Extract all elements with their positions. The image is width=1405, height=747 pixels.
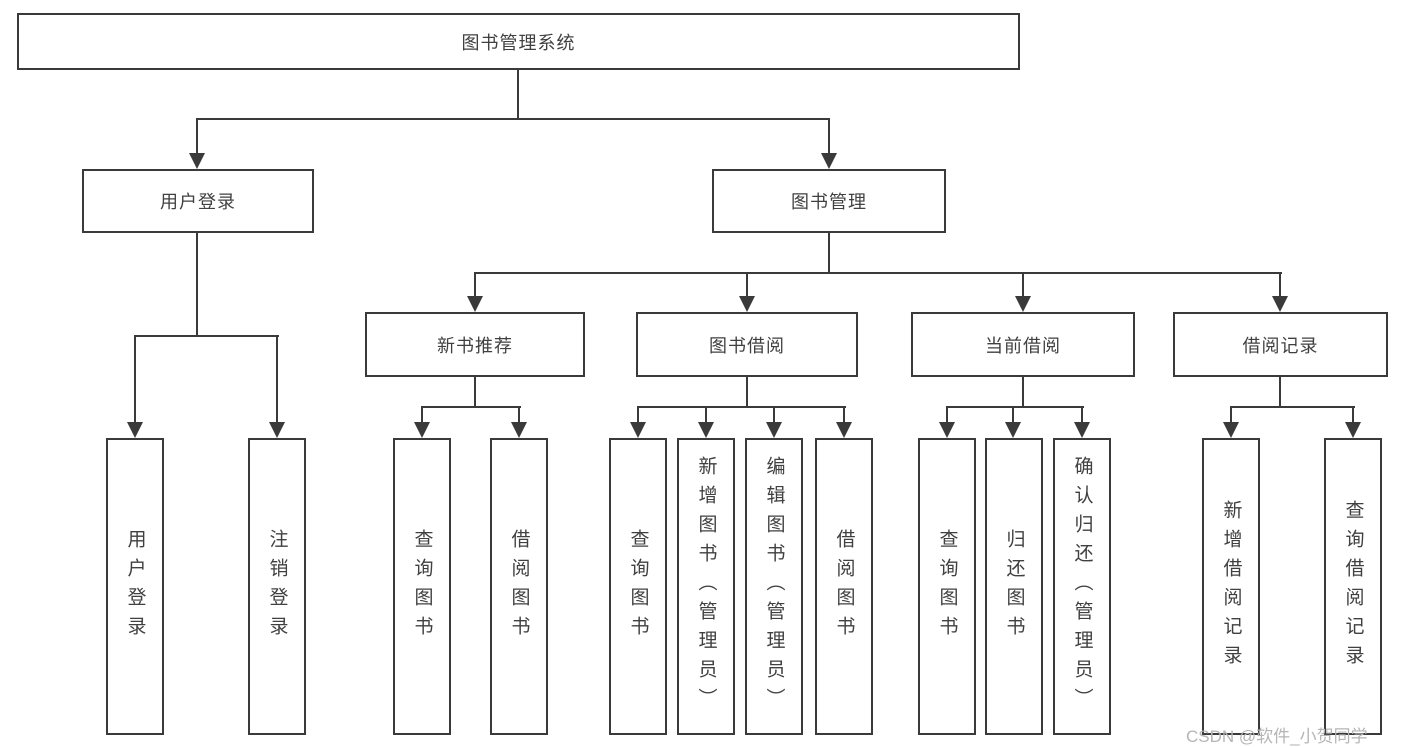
leaf-query-books-recommend: 查询图书 xyxy=(393,438,451,735)
connector-borrowing-bar xyxy=(637,406,846,408)
node-user-login-label: 用户登录 xyxy=(160,192,236,212)
connector-root-bar xyxy=(196,118,830,120)
leaf-query-books-current-label: 查询图书 xyxy=(936,528,958,645)
leaf-user-login-label: 用户登录 xyxy=(124,528,146,645)
node-user-login: 用户登录 xyxy=(82,169,314,233)
leaf-add-borrow-record-label: 新增借阅记录 xyxy=(1220,499,1242,674)
leaf-borrow-books-recommend: 借阅图书 xyxy=(490,438,548,735)
connector-records-stem xyxy=(1279,377,1281,408)
node-book-management-label: 图书管理 xyxy=(791,192,867,212)
connector-arrow-borrow-books-borrowing xyxy=(836,406,852,438)
connector-book-management-bar xyxy=(474,272,1282,274)
connector-arrow-add-book-admin xyxy=(698,406,714,438)
leaf-query-books-borrowing: 查询图书 xyxy=(609,438,667,735)
connector-arrow-leaf-logout xyxy=(269,335,285,438)
connector-arrow-return-books xyxy=(1005,406,1021,438)
connector-book-management-stem xyxy=(828,233,830,274)
leaf-confirm-return-admin-label: 确认归还（管理员） xyxy=(1071,456,1093,717)
connector-arrow-current-borrowing xyxy=(1015,272,1031,312)
connector-arrow-add-borrow-record xyxy=(1223,406,1239,438)
leaf-user-login: 用户登录 xyxy=(106,438,164,735)
connector-borrowing-stem xyxy=(746,377,748,408)
connector-arrow-confirm-return-admin xyxy=(1074,406,1090,438)
leaf-query-borrow-record-label: 查询借阅记录 xyxy=(1342,499,1364,674)
node-book-borrowing-label: 图书借阅 xyxy=(709,335,785,356)
connector-arrow-query-books-current xyxy=(939,406,955,438)
connector-arrow-borrowing-records xyxy=(1272,272,1288,312)
connector-arrow-query-books-borrowing xyxy=(630,406,646,438)
connector-arrow-query-books-recommend xyxy=(414,406,430,438)
connector-arrow-book-borrowing xyxy=(739,272,755,312)
node-current-borrowing: 当前借阅 xyxy=(911,312,1135,377)
leaf-return-books: 归还图书 xyxy=(985,438,1043,735)
leaf-add-book-admin: 新增图书（管理员） xyxy=(677,438,735,735)
leaf-return-books-label: 归还图书 xyxy=(1003,528,1025,645)
leaf-query-books-current: 查询图书 xyxy=(918,438,976,735)
leaf-query-books-recommend-label: 查询图书 xyxy=(411,528,433,645)
leaf-query-books-borrowing-label: 查询图书 xyxy=(627,528,649,645)
connector-arrow-user-login xyxy=(189,118,205,169)
leaf-borrow-books-recommend-label: 借阅图书 xyxy=(508,528,530,645)
connector-arrow-query-borrow-record xyxy=(1345,406,1361,438)
connector-current-bar xyxy=(946,406,1084,408)
connector-user-login-bar xyxy=(134,335,279,337)
connector-current-stem xyxy=(1022,377,1024,408)
connector-recommendation-bar xyxy=(421,406,521,408)
leaf-add-book-admin-label: 新增图书（管理员） xyxy=(695,456,717,717)
leaf-edit-book-admin: 编辑图书（管理员） xyxy=(745,438,803,735)
watermark: CSDN @软件_小贺同学 xyxy=(1186,727,1368,746)
leaf-borrow-books-borrowing-label: 借阅图书 xyxy=(833,528,855,645)
leaf-logout-label: 注销登录 xyxy=(266,528,288,645)
connector-recommendation-stem xyxy=(474,377,476,408)
node-book-borrowing: 图书借阅 xyxy=(636,312,858,377)
node-current-borrowing-label: 当前借阅 xyxy=(985,335,1061,356)
node-borrowing-records-label: 借阅记录 xyxy=(1242,335,1319,356)
node-library-system-label: 图书管理系统 xyxy=(461,32,576,53)
connector-records-bar xyxy=(1230,406,1355,408)
leaf-borrow-books-borrowing: 借阅图书 xyxy=(815,438,873,735)
connector-arrow-borrow-books-recommend xyxy=(511,406,527,438)
connector-arrow-book-management xyxy=(821,118,837,169)
node-new-book-recommendation: 新书推荐 xyxy=(365,312,585,377)
node-book-management: 图书管理 xyxy=(712,169,946,233)
leaf-query-borrow-record: 查询借阅记录 xyxy=(1324,438,1382,735)
connector-user-login-stem xyxy=(196,233,198,337)
connector-arrow-edit-book-admin xyxy=(766,406,782,438)
connector-arrow-leaf-user-login xyxy=(127,335,143,438)
leaf-confirm-return-admin: 确认归还（管理员） xyxy=(1053,438,1111,735)
leaf-add-borrow-record: 新增借阅记录 xyxy=(1202,438,1260,735)
node-new-book-recommendation-label: 新书推荐 xyxy=(437,335,513,356)
node-library-system: 图书管理系统 xyxy=(17,13,1020,70)
leaf-edit-book-admin-label: 编辑图书（管理员） xyxy=(763,456,785,717)
connector-arrow-new-book-recommendation xyxy=(467,272,483,312)
node-borrowing-records: 借阅记录 xyxy=(1173,312,1388,377)
connector-root-stem xyxy=(517,70,519,120)
leaf-logout: 注销登录 xyxy=(248,438,306,735)
